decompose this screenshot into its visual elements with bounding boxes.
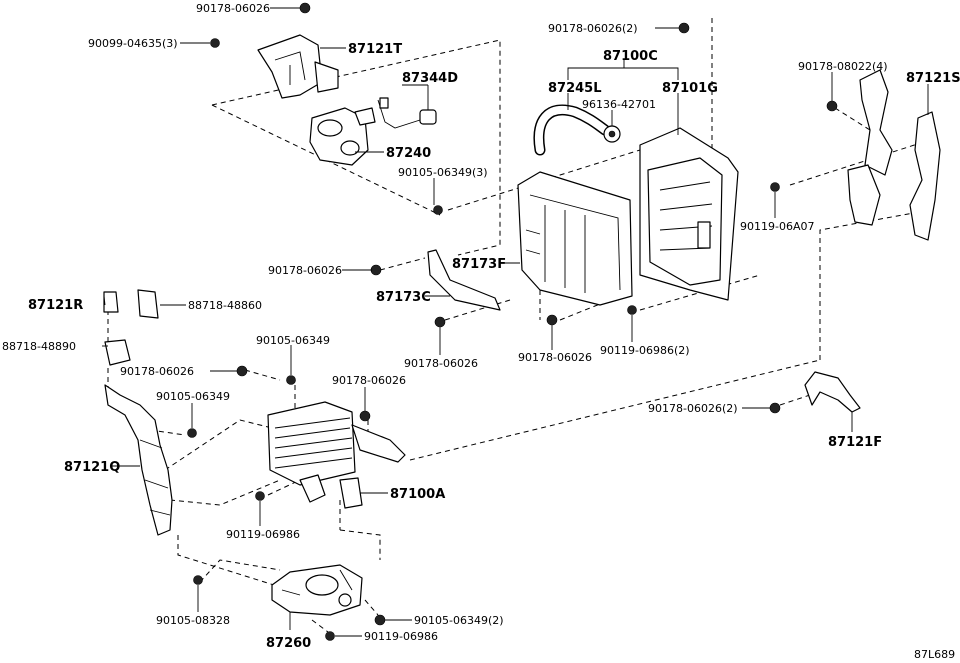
clip-87121R-shape	[103, 289, 159, 319]
label-87344D: 87344D	[402, 71, 458, 86]
label-f12: 90178-06026	[518, 351, 592, 364]
label-87260: 87260	[266, 636, 311, 651]
label-f11: 90178-06026	[404, 357, 478, 370]
label-f17: 90105-06349	[156, 390, 230, 403]
label-f19: 90119-06986	[226, 528, 300, 541]
valve-87240-shape	[309, 107, 376, 166]
label-87121S: 87121S	[906, 71, 960, 86]
label-f13: 90119-06986(2)	[600, 344, 690, 357]
label-f18: 90178-06026(2)	[648, 402, 738, 415]
pump-87260-shape	[271, 564, 363, 616]
label-f1: 90178-06026	[196, 2, 270, 15]
label-f6: 90105-06349(3)	[398, 166, 488, 179]
bracket-87121F-shape	[804, 371, 861, 413]
label-87101G: 87101G	[662, 81, 718, 96]
label-f9: 88718-48860	[188, 299, 262, 312]
bracket-87121T-shape	[257, 34, 339, 99]
bracket-87121Q-shape	[104, 384, 173, 536]
label-87121F: 87121F	[828, 435, 882, 450]
label-f22: 90119-06986	[364, 630, 438, 643]
label-f20: 90105-08328	[156, 614, 230, 627]
clip-88718-48890-shape	[104, 339, 131, 366]
label-87100A: 87100A	[390, 487, 445, 502]
label-87173C: 87173C	[376, 290, 431, 305]
cooler-87100A-shape	[267, 401, 406, 509]
label-87245L: 87245L	[548, 81, 602, 96]
label-f14: 90105-06349	[256, 334, 330, 347]
label-f4: 96136-42701	[582, 98, 656, 111]
hose-87344D-shape	[377, 97, 437, 129]
label-f15: 90178-06026	[120, 365, 194, 378]
label-87240: 87240	[386, 146, 431, 161]
leader-lines	[102, 7, 929, 637]
label-f16: 90178-06026	[332, 374, 406, 387]
label-f8: 90178-06026	[268, 264, 342, 277]
diagram-id: 87L689	[914, 648, 955, 661]
housing-87101G-shape	[639, 127, 739, 301]
label-87121R: 87121R	[28, 298, 83, 313]
hose-87245L-shape	[533, 104, 611, 156]
label-f7: 90119-06A07	[740, 220, 814, 233]
strip-87173C-shape	[427, 249, 501, 311]
bracket-87121S-shape	[847, 69, 941, 241]
label-87121T: 87121T	[348, 42, 402, 57]
label-87173F: 87173F	[452, 257, 506, 272]
label-f10: 88718-48890	[2, 340, 76, 353]
duct-87173F-shape	[517, 171, 633, 306]
fasteners	[187, 2, 838, 641]
label-f2: 90099-04635(3)	[88, 37, 178, 50]
label-f5: 90178-08022(4)	[798, 60, 888, 73]
label-87121Q: 87121Q	[64, 460, 120, 475]
label-f3: 90178-06026(2)	[548, 22, 638, 35]
label-87100C: 87100C	[603, 49, 658, 64]
clamp-96136-shape	[603, 125, 621, 143]
label-f21: 90105-06349(2)	[414, 614, 504, 627]
